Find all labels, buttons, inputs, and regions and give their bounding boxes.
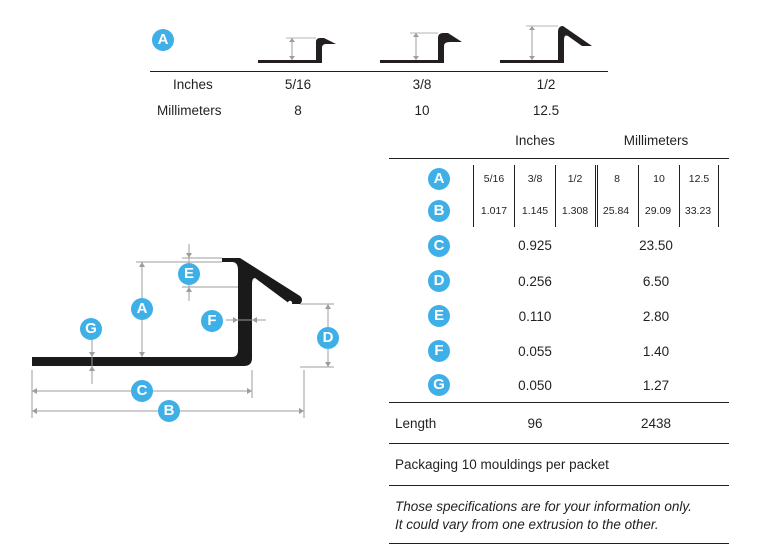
spec-badge-c: C (428, 235, 450, 257)
spec-badge-a: A (428, 168, 450, 190)
diagram-badge-e: E (178, 263, 200, 285)
top-table-rule (150, 71, 608, 72)
spec-header-rule (389, 158, 729, 159)
spec-a-mm-1: 8 (614, 173, 620, 185)
spec-header-inches: Inches (515, 133, 555, 148)
spec-e-mm: 2.80 (642, 309, 670, 324)
top-mm-3: 12.5 (532, 103, 560, 118)
sep-5 (597, 165, 598, 227)
diagram-badge-c: C (131, 380, 153, 402)
spec-e-inches: 0.110 (518, 309, 552, 324)
spec-b-inches-3: 1.308 (561, 205, 589, 217)
spec-a-mm-3: 12.5 (688, 173, 710, 185)
sep-4 (595, 165, 596, 227)
spec-f-inches: 0.055 (518, 344, 552, 359)
spec-f-mm: 1.40 (642, 344, 670, 359)
spec-d-inches: 0.256 (518, 274, 552, 289)
top-row-label-millimeters: Millimeters (157, 103, 222, 118)
spec-rule-3 (389, 485, 729, 486)
badge-a-top: A (152, 29, 174, 51)
spec-b-inches-2: 1.145 (521, 205, 549, 217)
spec-b-mm-1: 25.84 (602, 205, 630, 217)
top-inches-1: 5/16 (284, 77, 312, 92)
spec-a-mm-2: 10 (653, 173, 665, 185)
spec-b-inches-1: 1.017 (480, 205, 508, 217)
spec-badge-f: F (428, 340, 450, 362)
spec-c-inches: 0.925 (518, 238, 552, 253)
spec-g-inches: 0.050 (518, 378, 552, 393)
diagram-badge-d: D (317, 327, 339, 349)
top-inches-2: 3/8 (412, 77, 432, 92)
spec-d-mm: 6.50 (642, 274, 670, 289)
diagram-badge-a: A (131, 298, 153, 320)
length-label: Length (395, 416, 437, 431)
top-mm-1: 8 (294, 103, 302, 118)
spec-a-inches-3: 1/2 (567, 173, 583, 185)
sep-3 (555, 165, 556, 227)
note-line-1: Those specifications are for your inform… (395, 499, 692, 514)
packaging-text: Packaging 10 mouldings per packet (395, 457, 609, 472)
spec-c-mm: 23.50 (639, 238, 673, 253)
spec-b-mm-2: 29.09 (644, 205, 672, 217)
sep-8 (718, 165, 719, 227)
sep-1 (473, 165, 474, 227)
length-inches: 96 (527, 416, 543, 431)
top-inches-3: 1/2 (536, 77, 556, 92)
diagram-badge-b: B (158, 400, 180, 422)
length-mm: 2438 (640, 416, 672, 431)
diagram-badge-f: F (201, 310, 223, 332)
spec-rule-1 (389, 402, 729, 403)
spec-rule-4 (389, 543, 729, 544)
sep-7 (679, 165, 680, 227)
spec-badge-e: E (428, 305, 450, 327)
profile-shape (32, 258, 302, 366)
sep-6 (638, 165, 639, 227)
spec-a-inches-1: 5/16 (483, 173, 505, 185)
top-mm-2: 10 (414, 103, 430, 118)
sep-2 (514, 165, 515, 227)
spec-g-mm: 1.27 (642, 378, 670, 393)
diagram-badge-g: G (80, 318, 102, 340)
spec-rule-2 (389, 443, 729, 444)
spec-a-inches-2: 3/8 (527, 173, 543, 185)
spec-b-mm-3: 33.23 (684, 205, 712, 217)
profile-icon-1-2 (500, 25, 592, 63)
spec-badge-b: B (428, 200, 450, 222)
profile-icons (258, 25, 592, 63)
spec-badge-g: G (428, 374, 450, 396)
profile-icon-3-8 (380, 32, 462, 63)
top-row-label-inches: Inches (173, 77, 213, 92)
spec-badge-d: D (428, 270, 450, 292)
profile-icon-5-16 (258, 37, 336, 63)
spec-header-millimeters: Millimeters (623, 133, 689, 148)
note-line-2: It could vary from one extrusion to the … (395, 517, 659, 532)
